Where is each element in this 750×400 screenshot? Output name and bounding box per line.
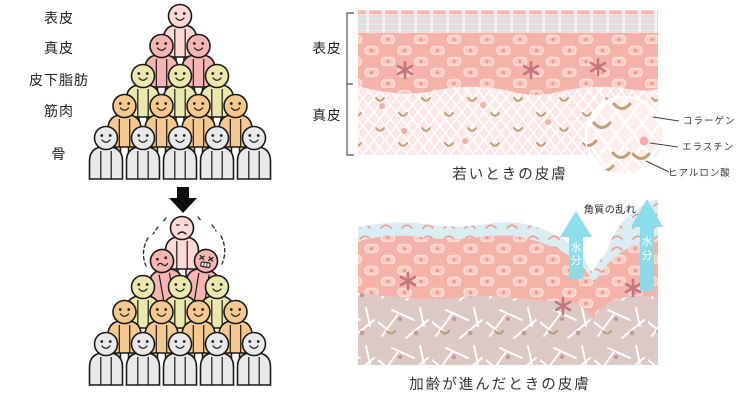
- layer-label-subcutaneous: 皮下脂肪: [29, 72, 89, 88]
- aged-skin-caption: 加齢が進んだときの皮膚: [409, 376, 591, 393]
- person: [125, 331, 161, 386]
- layer-label-dermis: 真皮: [44, 40, 74, 56]
- person: [162, 125, 198, 180]
- person: [199, 331, 235, 386]
- person: [236, 331, 272, 386]
- moisture-arrow-right: 水 分: [631, 199, 663, 291]
- up-arrow-icon: [631, 199, 663, 291]
- pyramid-layer-labels: 表皮 真皮 皮下脂肪 筋肉 骨: [29, 10, 89, 162]
- person: [162, 331, 198, 386]
- callout-hyaluron: ヒアルロン酸: [668, 167, 731, 179]
- collagen-lattice: [586, 97, 664, 175]
- layer-label-muscle: 筋肉: [44, 103, 74, 119]
- young-skin-caption: 若いときの皮膚: [452, 166, 568, 183]
- keratin-disturbance-label: 角質の乱れ: [584, 203, 637, 216]
- person: [88, 125, 124, 180]
- moisture-arrow-left: 水 分: [560, 211, 592, 279]
- moisture-char-1: 水: [642, 235, 653, 248]
- pyramid-aged: [88, 215, 272, 386]
- layer-bracket: [346, 12, 354, 156]
- person: [199, 125, 235, 180]
- aged-skin-diagram: 水 分 水 分 角質の乱れ 加齢が進んだときの皮膚: [358, 199, 663, 393]
- magnifier: コラーゲン エラスチン ヒアルロン酸: [584, 95, 736, 179]
- arrow-down-icon: [169, 187, 197, 213]
- person: [236, 125, 272, 180]
- callout-elastin: エラスチン: [682, 142, 734, 153]
- callout-lines: [645, 116, 680, 173]
- layer-label-bone: 骨: [52, 146, 67, 162]
- person: [88, 331, 124, 386]
- young-epidermis-label: 表皮: [313, 41, 342, 56]
- layer-label-epidermis: 表皮: [44, 10, 74, 26]
- up-arrow-icon: [560, 211, 592, 279]
- young-skin-diagram: 表皮 真皮: [313, 10, 736, 183]
- moisture-char-2: 分: [571, 254, 582, 267]
- shake-marks: [142, 216, 226, 267]
- young-dermis-label: 真皮: [313, 108, 342, 123]
- person: [125, 125, 161, 180]
- elastin-dot: [639, 136, 649, 146]
- moisture-char-1: 水: [571, 241, 582, 254]
- moisture-char-2: 分: [642, 249, 653, 262]
- callout-collagen: コラーゲン: [683, 115, 736, 127]
- pyramid-young: [88, 3, 272, 180]
